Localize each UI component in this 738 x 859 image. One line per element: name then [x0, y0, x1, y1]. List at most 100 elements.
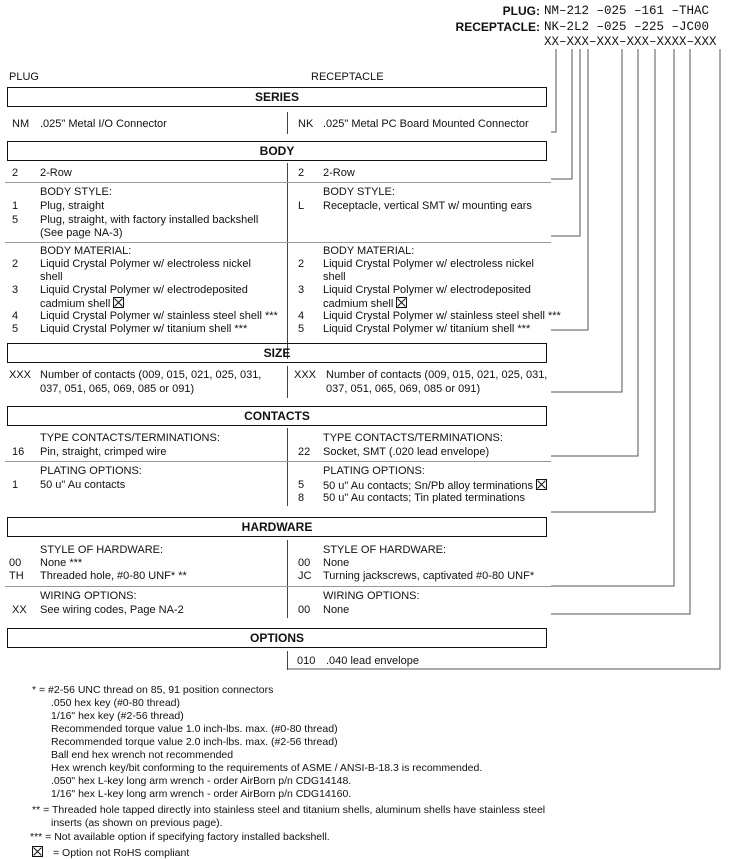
material-code: 3: [298, 284, 305, 296]
hardware-plug-text: Threaded hole, #0-80 UNF* **: [40, 570, 187, 582]
material-code: 4: [12, 310, 19, 322]
column-divider: [287, 163, 288, 359]
size-rec-text: Number of contacts (009, 015, 021, 025, …: [326, 369, 548, 381]
material-text: Liquid Crystal Polymer w/ electrodeposit…: [40, 284, 248, 296]
plating-rec-code: 8: [298, 492, 305, 504]
material-text: Liquid Crystal Polymer w/ electroless ni…: [323, 258, 534, 270]
material-code: 2: [298, 258, 305, 270]
footnote-line: .050 hex key (#0-80 thread): [51, 697, 180, 709]
contacts-plug-type-code: 16: [12, 446, 25, 458]
body-style-plug-code: 5: [12, 214, 19, 226]
not-rohs-icon: [113, 297, 125, 308]
material-text: Liquid Crystal Polymer w/ titanium shell…: [323, 323, 531, 335]
size-plug-text: Number of contacts (009, 015, 021, 025, …: [40, 369, 262, 381]
material-text: Liquid Crystal Polymer w/ titanium shell…: [40, 323, 248, 335]
material-text: Liquid Crystal Polymer w/ electrodeposit…: [323, 284, 531, 296]
contacts-header: CONTACTS: [7, 406, 547, 426]
body-material-heading-rec: BODY MATERIAL:: [323, 245, 415, 257]
material-text-with-flag: cadmium shell: [323, 297, 408, 310]
footnote-star3: *** = Not available option if specifying…: [30, 831, 330, 843]
footnote-line: Hex wrench key/bit conforming to the req…: [51, 762, 483, 774]
wiring-rec-text: None: [323, 604, 350, 616]
body-style-rec-text: Receptacle, vertical SMT w/ mounting ear…: [323, 200, 532, 212]
not-rohs-icon: [396, 297, 408, 308]
wiring-heading-rec: WIRING OPTIONS:: [323, 590, 420, 602]
hardware-style-heading-plug: STYLE OF HARDWARE:: [40, 544, 164, 556]
row-rule: [5, 242, 551, 243]
material-code: 5: [298, 323, 305, 335]
material-text: Liquid Crystal Polymer w/ electroless ni…: [40, 258, 251, 270]
material-text: shell: [323, 271, 346, 283]
body-style-rec-code: L: [298, 200, 305, 212]
contacts-type-heading-plug: TYPE CONTACTS/TERMINATIONS:: [40, 432, 220, 444]
material-code: 4: [298, 310, 305, 322]
footnote-line: Recommended torque value 2.0 inch-lbs. m…: [51, 736, 338, 748]
body-style-plug-code: 1: [12, 200, 19, 212]
material-code: 5: [12, 323, 19, 335]
column-divider: [287, 112, 288, 134]
not-rohs-icon: [535, 479, 547, 490]
wiring-rec-code: 00: [298, 604, 311, 616]
series-plug-code: NM: [12, 118, 30, 130]
row-rule: [5, 586, 551, 587]
body-style-plug-text: Plug, straight, with factory installed b…: [40, 214, 259, 226]
column-divider: [287, 428, 288, 506]
size-plug-text: 037, 051, 065, 069, 085 or 091): [40, 383, 195, 395]
size-header: SIZE: [7, 343, 547, 363]
column-divider: [287, 540, 288, 618]
series-rec-code: NK: [298, 118, 314, 130]
plating-heading-rec: PLATING OPTIONS:: [323, 465, 425, 477]
body-header: BODY: [7, 141, 547, 161]
options-code: 010: [297, 655, 316, 667]
plating-rec-text: 50 u" Au contacts; Sn/Pb alloy terminati…: [323, 480, 533, 492]
row-rule: [5, 182, 551, 183]
footnote-line: 1/16" hex L-key long arm wrench - order …: [51, 788, 352, 800]
plug-part-number: NM–212 –025 –161 –THAC: [544, 4, 710, 18]
plug-column-label: PLUG: [9, 71, 39, 83]
hardware-style-heading-rec: STYLE OF HARDWARE:: [323, 544, 447, 556]
size-rec-code: XXX: [294, 369, 317, 381]
footnote-star1: * = #2-56 UNC thread on 85, 91 position …: [32, 684, 274, 696]
contacts-plug-type-text: Pin, straight, crimped wire: [40, 446, 167, 458]
hardware-header: HARDWARE: [7, 517, 547, 537]
column-divider: [287, 651, 288, 670]
contacts-rec-type-text: Socket, SMT (.020 lead envelope): [323, 446, 490, 458]
footnote-line: Ball end hex wrench not recommended: [51, 749, 234, 761]
footnote-star2-cont: inserts (as shown on previous page).: [51, 817, 223, 829]
material-text-with-flag: cadmium shell: [40, 297, 125, 310]
hardware-rec-code: 00: [298, 557, 311, 569]
wiring-heading-plug: WIRING OPTIONS:: [40, 590, 137, 602]
plating-rec-text-with-flag: 50 u" Au contacts; Sn/Pb alloy terminati…: [323, 479, 547, 492]
plating-rec-code: 5: [298, 479, 305, 491]
body-style-plug-text: Plug, straight: [40, 200, 105, 212]
footnote-star2: ** = Threaded hole tapped directly into …: [32, 804, 546, 816]
hardware-plug-text: None ***: [40, 557, 83, 569]
body-plug-row-text: 2-Row: [40, 167, 72, 179]
footnote-line: Recommended torque value 1.0 inch-lbs. m…: [51, 723, 338, 735]
options-header: OPTIONS: [7, 628, 547, 648]
plating-rec-text: 50 u" Au contacts; Tin plated terminatio…: [323, 492, 526, 504]
size-rec-text: 037, 051, 065, 069, 085 or 091): [326, 383, 481, 395]
series-rec-text: .025" Metal PC Board Mounted Connector: [323, 118, 529, 130]
plating-plug-text: 50 u" Au contacts: [40, 479, 126, 491]
hardware-rec-text: None: [323, 557, 350, 569]
material-text: Liquid Crystal Polymer w/ stainless stee…: [40, 310, 278, 322]
material-code: 2: [12, 258, 19, 270]
wiring-plug-text: See wiring codes, Page NA-2: [40, 604, 184, 616]
row-rule: [5, 461, 551, 462]
contacts-type-heading-rec: TYPE CONTACTS/TERMINATIONS:: [323, 432, 503, 444]
material-text: cadmium shell: [323, 298, 394, 310]
part-number-pattern: XX–XXX–XXX–XXX–XXXX–XXX: [544, 35, 717, 49]
body-style-plug-text: (See page NA-3): [40, 227, 123, 239]
size-plug-code: XXX: [9, 369, 32, 381]
body-style-heading-plug: BODY STYLE:: [40, 186, 112, 198]
not-rohs-icon: [32, 846, 43, 857]
hardware-plug-code: TH: [9, 570, 24, 582]
footnote-rohs: = Option not RoHS compliant: [32, 846, 189, 859]
hardware-rec-code: JC: [298, 570, 312, 582]
material-code: 3: [12, 284, 19, 296]
body-rec-row-text: 2-Row: [323, 167, 355, 179]
body-rec-row-code: 2: [298, 167, 305, 179]
material-text: Liquid Crystal Polymer w/ stainless stee…: [323, 310, 561, 322]
body-style-heading-rec: BODY STYLE:: [323, 186, 395, 198]
